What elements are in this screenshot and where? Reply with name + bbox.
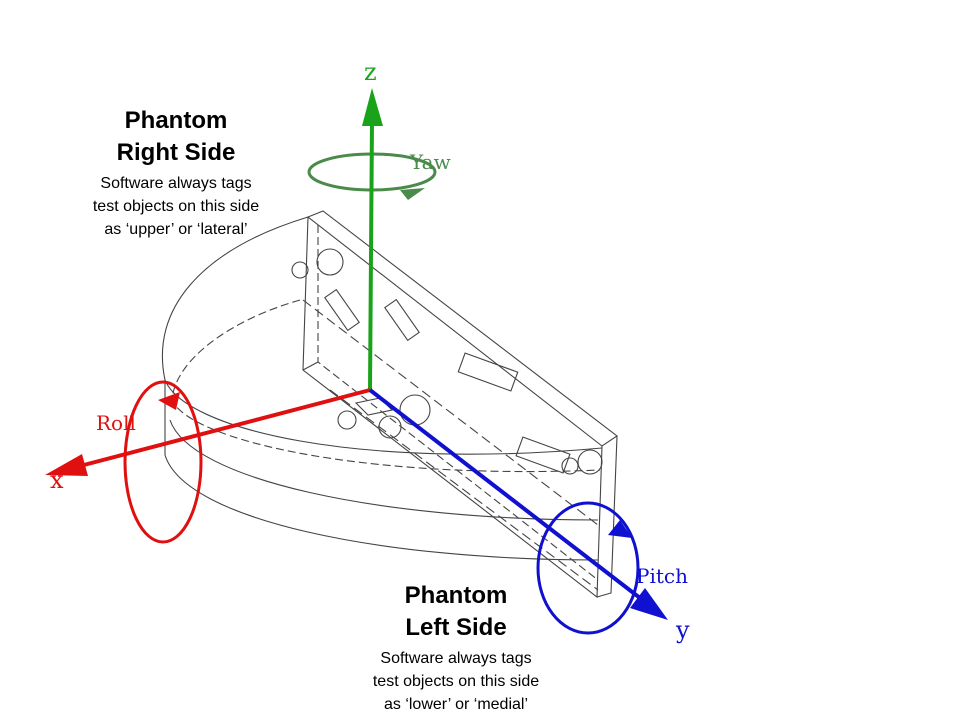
x-axis: [79, 388, 371, 468]
left-side-desc-3: as ‘lower’ or ‘medial’: [383, 696, 529, 713]
right-side-annotation: Phantom Right Side Software always tags …: [56, 105, 296, 241]
phantom-outline: [161, 210, 618, 599]
right-side-desc-3: as ‘upper’ or ‘lateral’: [104, 221, 248, 238]
left-side-title-1: Phantom: [404, 582, 508, 609]
right-side-title-2: Right Side: [116, 139, 236, 166]
left-side-desc-2: test objects on this side: [372, 673, 540, 690]
right-side-desc-1: Software always tags: [100, 175, 252, 192]
left-side-title-2: Left Side: [405, 614, 507, 641]
right-side-desc-2: test objects on this side: [92, 198, 260, 215]
left-side-annotation: Phantom Left Side Software always tags t…: [336, 580, 576, 716]
yaw-arrowhead-icon: [400, 188, 425, 200]
z-axis-label: z: [364, 58, 377, 86]
roll-arrowhead-icon: [158, 392, 180, 410]
z-arrowhead-icon: [362, 88, 383, 126]
right-side-title-1: Phantom: [124, 107, 228, 134]
z-axis: [368, 119, 374, 391]
roll-rotation-arrow: [123, 380, 203, 544]
y-axis-label: y: [676, 616, 690, 644]
yaw-label: Yaw: [410, 150, 451, 174]
pitch-rotation-arrow: [536, 501, 640, 635]
y-axis: [368, 388, 642, 600]
x-arrowhead-icon: [45, 454, 88, 476]
y-arrowhead-icon: [630, 588, 668, 620]
pitch-arrowhead-icon: [608, 520, 632, 538]
pitch-label: Pitch: [636, 564, 688, 588]
roll-label: Roll: [96, 411, 136, 435]
x-axis-label: x: [50, 466, 64, 494]
left-side-desc-1: Software always tags: [380, 650, 532, 667]
